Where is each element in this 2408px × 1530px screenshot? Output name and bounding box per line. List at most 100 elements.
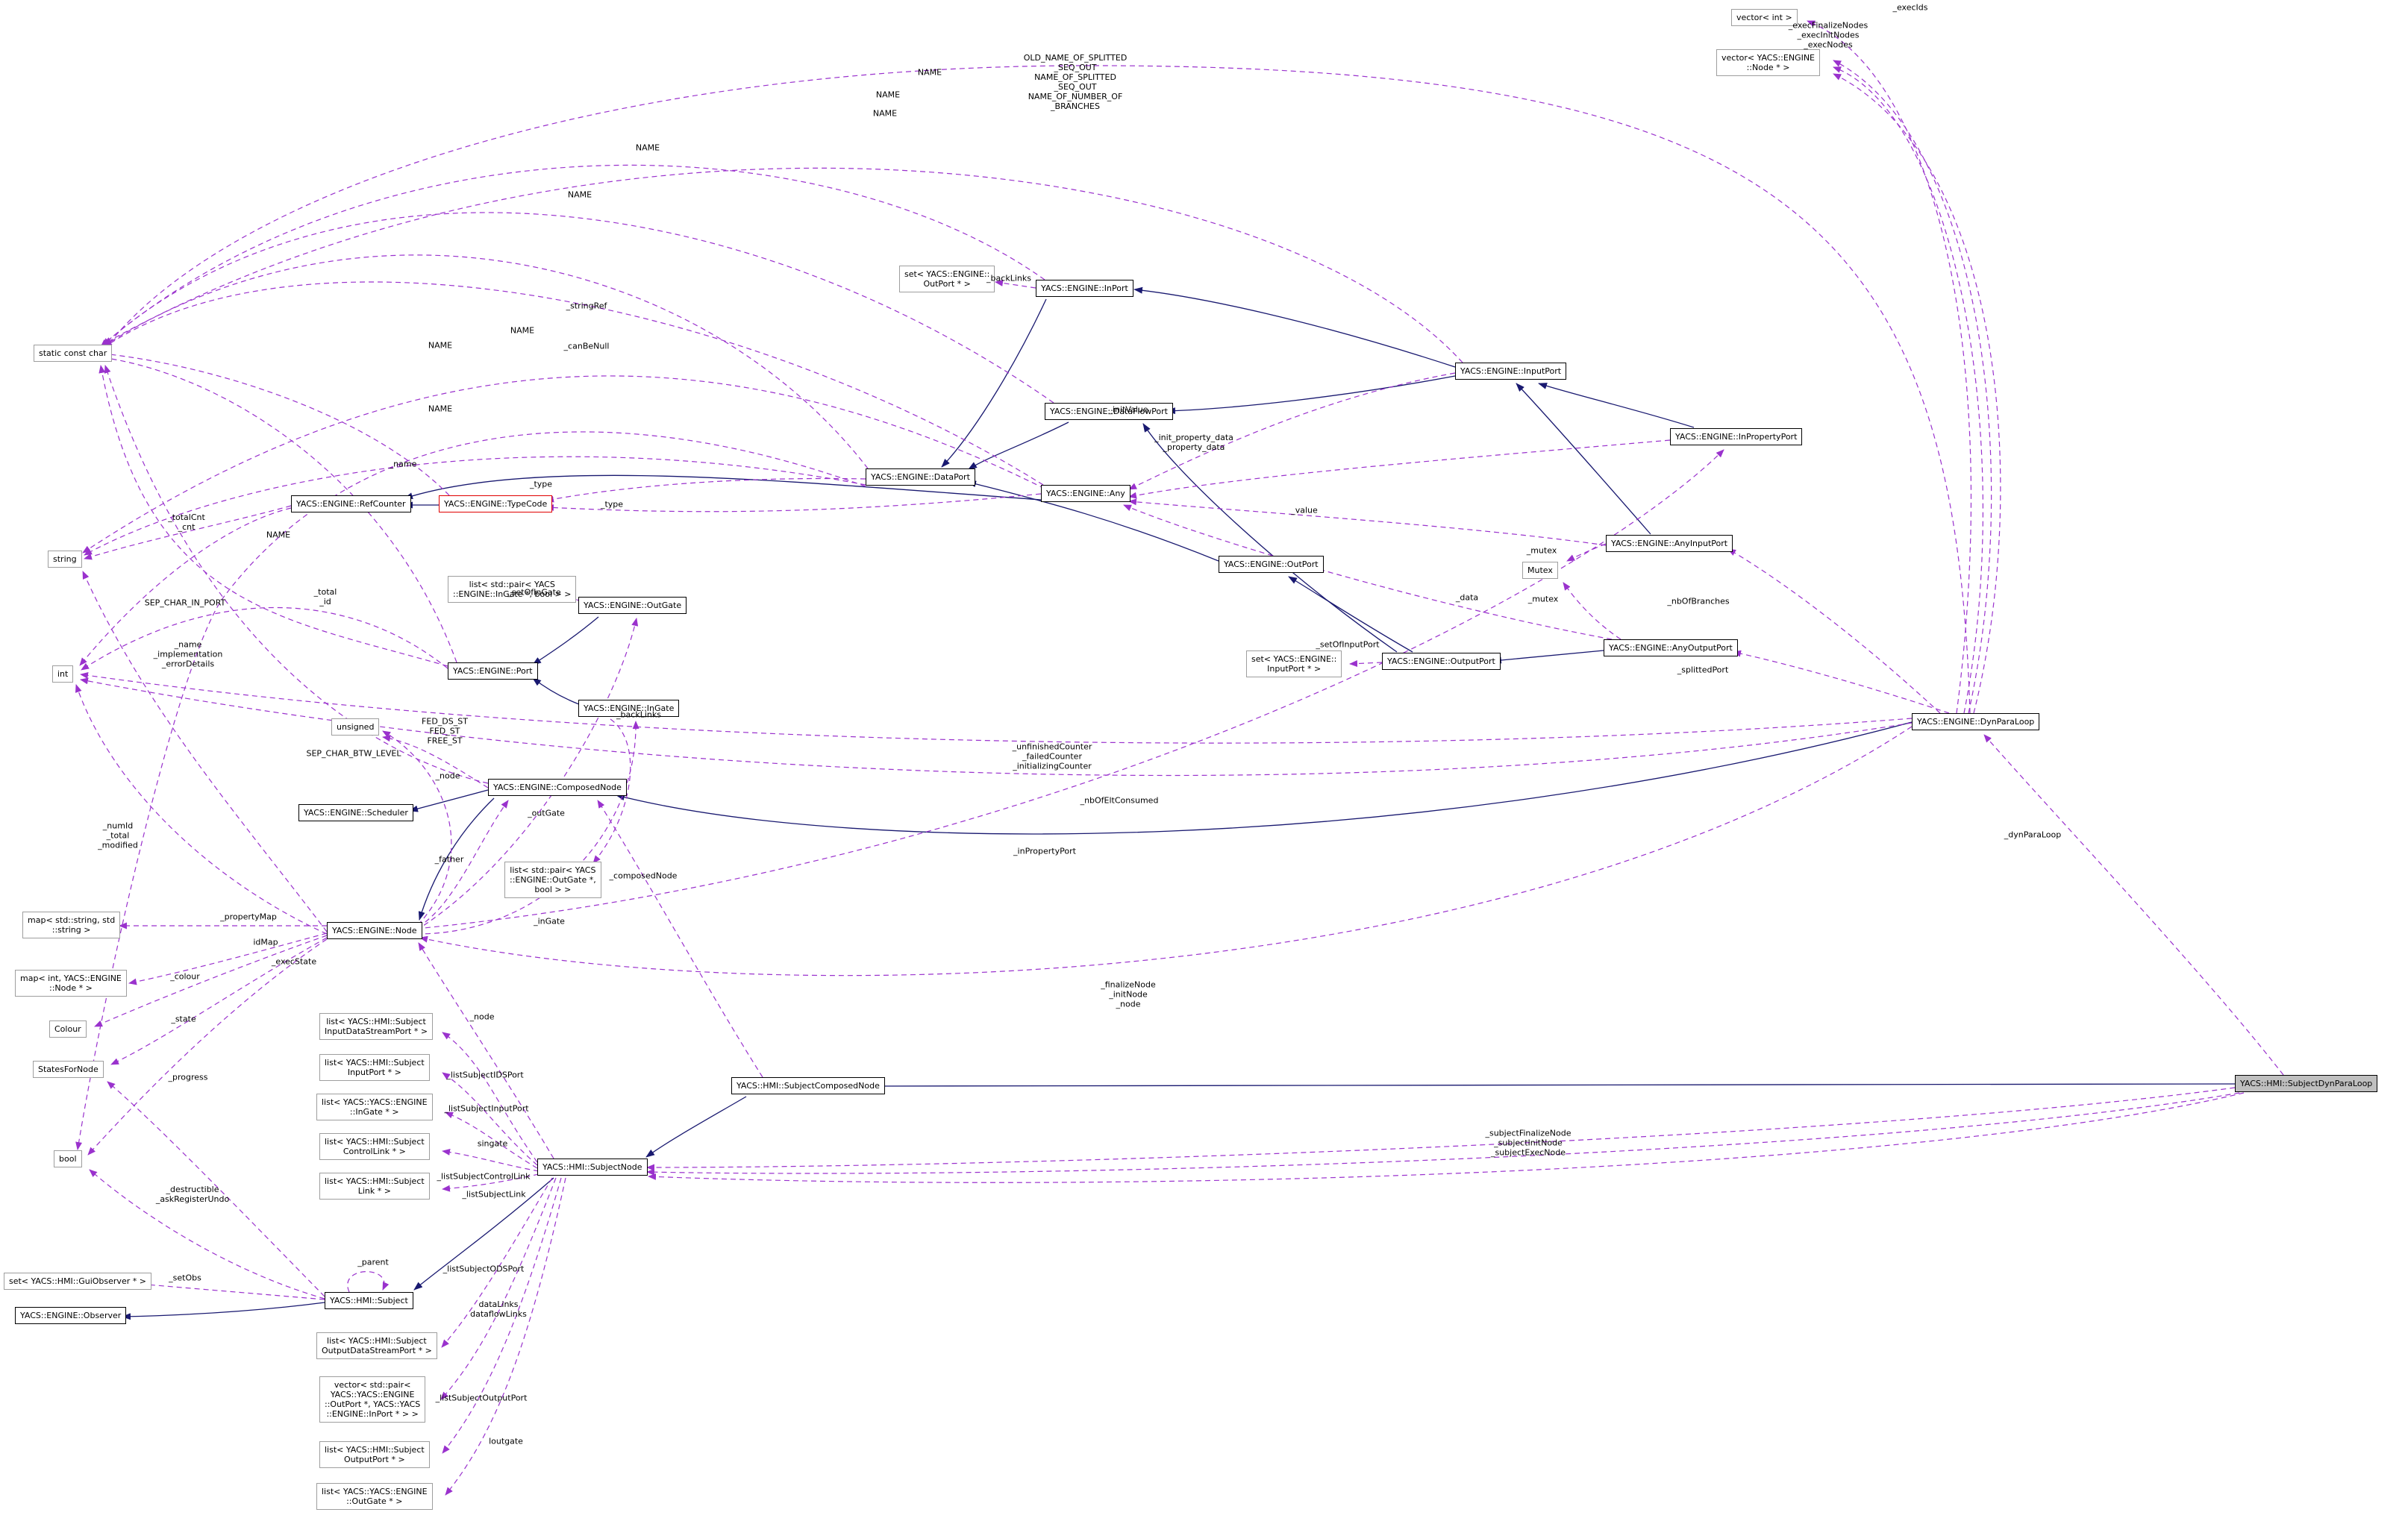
e-composed-node xyxy=(418,797,495,921)
u-state xyxy=(107,1081,325,1297)
node-inputport[interactable]: YACS::ENGINE::InputPort xyxy=(1455,363,1567,380)
edge-label-ingate-member: _inGate xyxy=(534,916,565,927)
u-name2 xyxy=(101,164,1045,346)
u-mutex2 xyxy=(1563,582,1622,640)
node-composednode[interactable]: YACS::ENGINE::ComposedNode xyxy=(488,779,627,796)
edge-label-progress: _progress xyxy=(168,1072,208,1082)
edge-label-execstate: _execState xyxy=(271,956,317,967)
u-subjectfin2 xyxy=(646,1092,2240,1176)
node-inport[interactable]: YACS::ENGINE::InPort xyxy=(1036,280,1133,297)
edge-label-totalcnt: _totalCnt _cnt xyxy=(168,512,205,532)
u-subjectfin3 xyxy=(648,1092,2245,1183)
node-vector-pair-outport-inport: vector< std::pair< YACS::YACS::ENGINE ::… xyxy=(319,1376,426,1423)
edge-label-parent: _parent xyxy=(357,1257,389,1267)
u-l-input xyxy=(442,1072,538,1166)
u-name1 xyxy=(103,167,1463,363)
edge-label-finalizenode: _finalizeNode _initNode _node xyxy=(1101,979,1156,1009)
node-subject[interactable]: YACS::HMI::Subject xyxy=(325,1292,413,1309)
node-anyoutputport[interactable]: YACS::ENGINE::AnyOutputPort xyxy=(1604,639,1738,656)
edge-label-splittedport: _splittedPort xyxy=(1677,665,1729,675)
node-observer[interactable]: YACS::ENGINE::Observer xyxy=(15,1307,127,1324)
u-name8 xyxy=(84,456,866,556)
edge-label-composednode-member: _composedNode xyxy=(609,871,678,881)
node-outport[interactable]: YACS::ENGINE::OutPort xyxy=(1219,556,1324,573)
edge-label-setobs: _setObs xyxy=(169,1273,201,1283)
e-dynparaloop-composed xyxy=(616,721,1913,835)
edge-label-mutex-2: _mutex xyxy=(1527,594,1559,604)
u-oldname xyxy=(104,65,1971,714)
u-execnodes3 xyxy=(1833,73,2001,714)
edge-label-listsubjectcontrollink: _listSubjectControlLink xyxy=(437,1171,531,1182)
node-list-outgate: list< YACS::YACS::ENGINE ::OutGate * > xyxy=(316,1483,433,1510)
u-canbenull xyxy=(75,431,866,1150)
u-l-ods xyxy=(441,1177,553,1348)
node-scheduler[interactable]: YACS::ENGINE::Scheduler xyxy=(298,804,413,821)
node-subjectdynparaloop[interactable]: YACS::HMI::SubjectDynParaLoop xyxy=(2235,1075,2378,1092)
u-stringref xyxy=(82,375,1045,554)
u-l-output xyxy=(442,1177,562,1454)
u-node-b xyxy=(418,942,554,1159)
node-dynparaloop[interactable]: YACS::ENGINE::DynParaLoop xyxy=(1912,713,2040,730)
e-outputport-dfp xyxy=(1142,423,1398,653)
edge-label-sep-char-btw: SEP_CHAR_BTW_LEVEL xyxy=(306,748,401,759)
edge-label-initvalue: _initValue xyxy=(1108,404,1148,415)
node-string: string xyxy=(48,551,82,568)
node-list-subject-odsport: list< YACS::HMI::Subject OutputDataStrea… xyxy=(316,1332,437,1359)
edge-label-name-impl: _name _implementation _errorDetails xyxy=(153,639,223,669)
u-sepcharbtw xyxy=(104,365,489,784)
u-counters xyxy=(80,671,1913,744)
node-subjectnode[interactable]: YACS::HMI::SubjectNode xyxy=(537,1159,648,1176)
u-initvalue xyxy=(1128,372,1456,490)
edge-label-dynparaloop: _dynParaLoop xyxy=(2004,830,2062,840)
node-dataflowport[interactable]: YACS::ENGINE::DataFlowPort xyxy=(1045,403,1173,420)
node-typecode[interactable]: YACS::ENGINE::TypeCode xyxy=(439,495,553,512)
node-mutex: Mutex xyxy=(1522,562,1558,579)
u-dynparaloop-member xyxy=(1983,734,2284,1076)
node-port[interactable]: YACS::ENGINE::Port xyxy=(448,662,538,680)
u-type1 xyxy=(545,477,866,503)
e-outport-dataport xyxy=(967,480,1219,562)
e-aop-outputport xyxy=(1492,650,1604,664)
u-execstate xyxy=(110,937,328,1065)
node-dataport[interactable]: YACS::ENGINE::DataPort xyxy=(866,468,975,486)
node-colour: Colour xyxy=(49,1020,87,1038)
u-initprop xyxy=(1128,439,1671,499)
edge-label-listsubjectidsport: _listSubjectIDSPort xyxy=(446,1070,524,1080)
node-vector-int: vector< int > xyxy=(1731,9,1798,26)
node-outgate[interactable]: YACS::ENGINE::OutGate xyxy=(578,597,687,614)
u-name6 xyxy=(102,351,450,496)
u-father xyxy=(417,800,509,928)
node-map-string-string: map< std::string, std ::string > xyxy=(22,912,121,938)
edge-label-datalinks: dataLinks dataflowLinks xyxy=(470,1299,527,1319)
u-name5 xyxy=(98,281,1044,486)
edge-label-loutgate: loutgate xyxy=(489,1436,523,1446)
node-list-subject-outputport: list< YACS::HMI::Subject OutputPort * > xyxy=(319,1441,430,1468)
node-refcounter[interactable]: YACS::ENGINE::RefCounter xyxy=(291,495,411,512)
edge-label-name-8: NAME xyxy=(428,404,453,414)
u-colour xyxy=(94,935,328,1027)
edge-label-idmap: idMap xyxy=(253,937,278,947)
edge-label-execnodes: _execFinalizeNodes _execInitNodes _execN… xyxy=(1788,20,1868,50)
edge-label-name-3: NAME xyxy=(872,108,898,119)
e-scn-subjectnode xyxy=(645,1096,747,1158)
u-finalizenode xyxy=(419,726,1913,976)
edge-label-sep-char-in-port: SEP_CHAR_IN_PORT xyxy=(144,598,226,608)
node-outputport[interactable]: YACS::ENGINE::OutputPort xyxy=(1382,653,1501,670)
node-node[interactable]: YACS::ENGINE::Node xyxy=(327,922,422,939)
edge-label-setofingate: _setOfInGate xyxy=(507,587,561,598)
e-outputport-outport xyxy=(1288,576,1413,653)
node-any[interactable]: YACS::ENGINE::Any xyxy=(1041,485,1130,502)
u-fed2 xyxy=(382,735,489,788)
node-anyinputport[interactable]: YACS::ENGINE::AnyInputPort xyxy=(1606,535,1733,552)
node-subjectcomposednode[interactable]: YACS::HMI::SubjectComposedNode xyxy=(731,1077,885,1094)
node-list-subject-idsport: list< YACS::HMI::Subject InputDataStream… xyxy=(319,1013,434,1040)
u-l-link xyxy=(442,1173,540,1192)
u-sepcharinport xyxy=(98,365,448,667)
edge-label-name-2: NAME xyxy=(875,90,901,100)
node-inpropertyport[interactable]: YACS::ENGINE::InPropertyPort xyxy=(1670,428,1803,445)
u-nameimpl xyxy=(82,571,328,932)
edge-label-nbofeltconsumed: _nbOfEltConsumed xyxy=(1080,795,1159,806)
node-ingate[interactable]: YACS::ENGINE::InGate xyxy=(578,700,680,717)
edge-label-name-4: NAME xyxy=(635,142,660,153)
